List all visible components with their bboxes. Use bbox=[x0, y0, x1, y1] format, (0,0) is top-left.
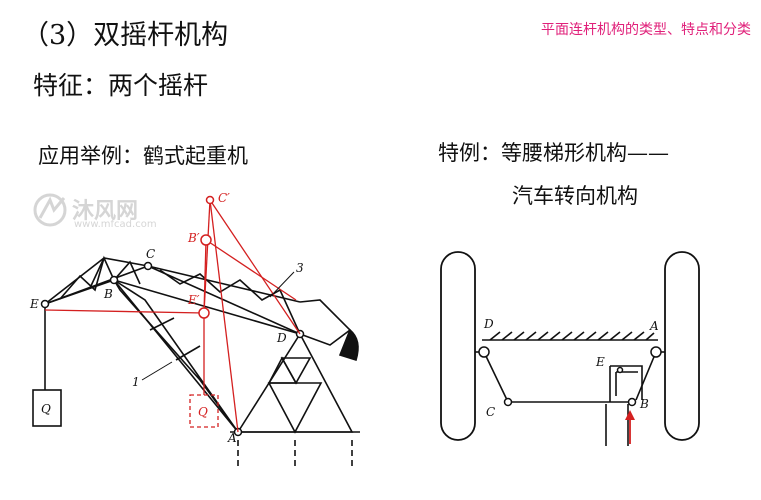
label-B-prime: B′ bbox=[187, 231, 200, 245]
red-boom-left bbox=[209, 199, 239, 433]
red-load-box bbox=[189, 394, 219, 428]
watermark-text: 沐风网 bbox=[72, 199, 139, 224]
joint-B-prime bbox=[200, 234, 212, 246]
counterweight bbox=[338, 328, 359, 362]
right-steering-arm bbox=[635, 351, 657, 401]
label-steer-D: D bbox=[483, 317, 494, 331]
application-example-heading: 应用举例：鹤式起重机 bbox=[38, 144, 248, 168]
pivot-B bbox=[627, 397, 637, 407]
joint-B bbox=[109, 275, 119, 285]
watermark-logo-icon bbox=[33, 193, 67, 227]
steering-diagram bbox=[440, 251, 700, 441]
pivot-D bbox=[478, 346, 490, 358]
load-box bbox=[32, 389, 62, 427]
red-hook-line bbox=[44, 309, 205, 314]
watermark-url: www.mfcad.com bbox=[74, 219, 157, 230]
joint-C bbox=[143, 261, 153, 271]
joint-E bbox=[40, 299, 50, 309]
watermark: 沐风网 www.mfcad.com bbox=[30, 188, 190, 238]
rack-link bbox=[610, 365, 643, 400]
label-A: A bbox=[227, 431, 237, 445]
special-case-subheading: 汽车转向机构 bbox=[512, 184, 638, 208]
label-steer-A: A bbox=[649, 319, 659, 333]
red-boom-right bbox=[209, 199, 301, 335]
pivot-A bbox=[650, 346, 662, 358]
page-title: （3）双摇杆机构 bbox=[22, 20, 229, 51]
label-E-prime: E′ bbox=[187, 293, 200, 307]
label-steer-B: B bbox=[639, 397, 649, 411]
left-wheel bbox=[440, 251, 476, 441]
label-D: D bbox=[276, 331, 287, 345]
label-3: 3 bbox=[296, 261, 304, 275]
label-1: 1 bbox=[132, 375, 140, 389]
boom-lower-chord-right bbox=[113, 279, 301, 335]
boom-top-chord bbox=[44, 257, 149, 305]
boom-tail bbox=[299, 299, 352, 346]
feature-heading: 特征：两个摇杆 bbox=[33, 71, 209, 100]
label-steer-C: C bbox=[486, 405, 495, 419]
boom-web-left bbox=[59, 255, 141, 300]
boom-upper-edge bbox=[89, 257, 105, 289]
boom-lower-chord-left bbox=[44, 279, 115, 305]
label-Q-red: Q bbox=[198, 405, 208, 419]
label-C: C bbox=[146, 247, 155, 261]
left-steering-arm bbox=[483, 351, 509, 403]
pivot-C bbox=[503, 397, 513, 407]
joint-C-prime bbox=[205, 195, 215, 205]
label-C-prime: C′ bbox=[218, 191, 230, 205]
pivot-E bbox=[616, 366, 624, 374]
label-Q: Q bbox=[41, 402, 51, 416]
section-subtitle: 平面连杆机构的类型、特点和分类 bbox=[541, 22, 751, 38]
label-steer-E: E bbox=[595, 355, 605, 369]
right-wheel bbox=[664, 251, 700, 441]
rocker-1 bbox=[113, 279, 239, 433]
joint-E-prime bbox=[198, 307, 210, 319]
label-E: E bbox=[29, 297, 39, 311]
boom-diagonal bbox=[147, 265, 301, 335]
label-B: B bbox=[103, 287, 113, 301]
input-arrow-icon bbox=[625, 410, 635, 444]
special-case-heading: 特例：等腰梯形机构—— bbox=[438, 141, 669, 165]
